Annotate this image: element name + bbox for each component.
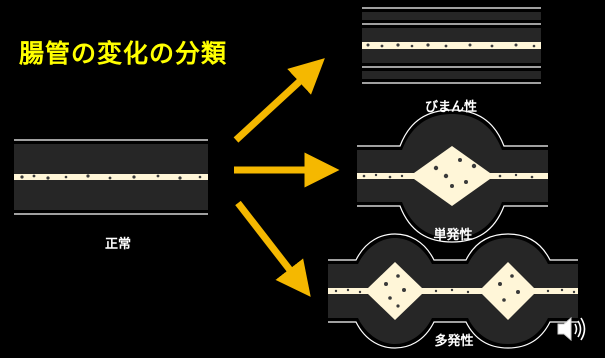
audio-button[interactable]: [550, 309, 590, 349]
single-lesion-bowel: [357, 109, 548, 243]
lumen: [357, 146, 548, 206]
arrow-down: [235, 200, 311, 297]
label-diffuse: びまん性: [424, 100, 477, 115]
lumen-particles: [362, 158, 534, 188]
lower-wall: [362, 71, 541, 79]
lumen-particles: [366, 43, 536, 48]
arrows: [233, 58, 340, 297]
speaker-icon: [557, 316, 586, 342]
lower-wall: [14, 180, 208, 210]
wall-line: [357, 205, 548, 243]
upper-wall: [362, 28, 541, 42]
label-single: 単発性: [433, 228, 473, 243]
upper-wall: [14, 144, 208, 174]
lumen-particles: [20, 174, 202, 180]
upper-wall: [362, 12, 541, 20]
label-multiple: 多発性: [434, 334, 474, 349]
lower-wall: [362, 49, 541, 63]
lumen-particles: [334, 274, 576, 308]
normal-bowel: [14, 139, 208, 215]
wall-line: [357, 109, 548, 147]
lumen: [328, 262, 578, 320]
arrow-up: [233, 58, 325, 143]
slide-title: 腸管の変化の分類: [19, 39, 228, 68]
multiple-lesion-bowel: [328, 233, 578, 349]
label-normal: 正常: [104, 237, 131, 252]
lumen: [362, 42, 541, 49]
wall-line: [328, 321, 578, 349]
lumen: [14, 174, 208, 180]
wall-line: [328, 233, 578, 261]
diffuse-bowel: [362, 7, 541, 84]
